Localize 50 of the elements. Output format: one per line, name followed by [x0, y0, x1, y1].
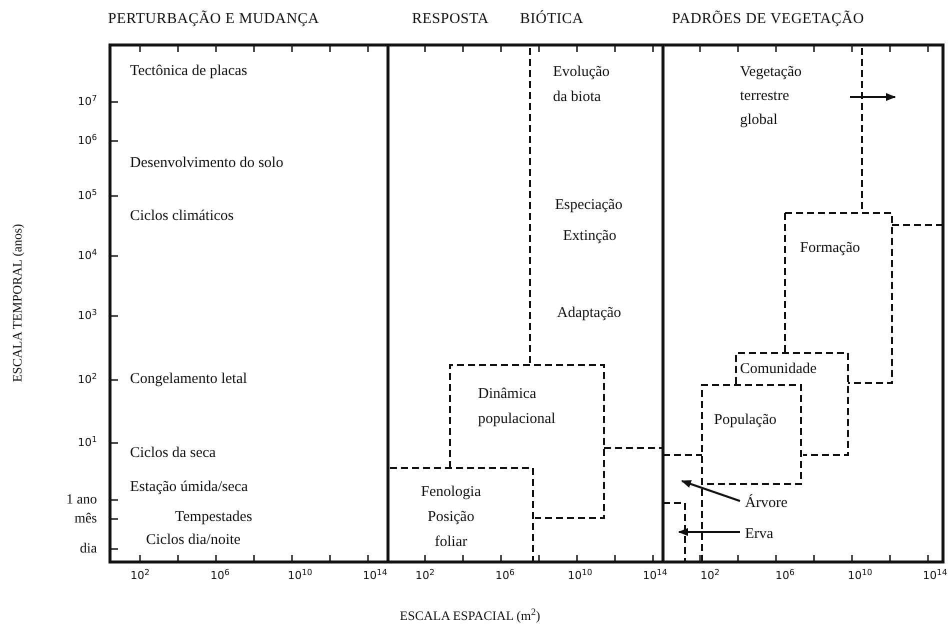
tick-label: 1 ano — [66, 492, 97, 508]
scale-label: Adaptação — [557, 304, 622, 322]
column-heading: BIÓTICA — [520, 10, 584, 28]
tick-label: 10$^{14}$ — [922, 570, 948, 582]
tick-label: 10$^{14}$ — [362, 570, 388, 582]
scale-label: Ciclos climáticos — [130, 207, 234, 225]
tick-label: 10$^{7}$ — [78, 96, 97, 108]
scale-label: Ciclos da seca — [130, 444, 216, 462]
tick-label: 10$^{3}$ — [78, 310, 97, 322]
scale-label: Estação úmida/seca — [130, 478, 248, 496]
scale-label: Fenologia Posição foliar — [420, 483, 482, 552]
tick-label: 10$^{6}$ — [210, 570, 230, 582]
tick-label: 10$^{10}$ — [568, 570, 592, 582]
scale-label: Tempestades — [175, 508, 252, 526]
scale-label: Formação — [800, 239, 860, 257]
axis-title: ESCALA ESPACIAL (m$^{2}$) — [400, 606, 540, 625]
column-heading: PERTURBAÇÃO E MUDANÇA — [108, 10, 320, 28]
axis-title: ESCALA TEMPORAL (anos) — [8, 224, 26, 382]
tick-label: 10$^{2}$ — [700, 570, 720, 582]
scale-label: Comunidade — [740, 360, 817, 378]
tick-label: 10$^{2}$ — [130, 570, 150, 582]
tick-label: 10$^{14}$ — [642, 570, 668, 582]
scale-label: Congelamento letal — [130, 370, 248, 388]
tick-label: mês — [74, 512, 97, 526]
column-heading: RESPOSTA — [412, 10, 489, 28]
tick-label: 10$^{2}$ — [78, 374, 97, 386]
scale-label: Ciclos dia/noite — [146, 531, 241, 549]
scale-label: Vegetação terrestre global — [740, 63, 803, 130]
tick-label: 10$^{6}$ — [78, 135, 97, 147]
arrow — [681, 480, 740, 502]
tick-label: 10$^{1}$ — [78, 437, 97, 449]
tick-label: 10$^{4}$ — [78, 250, 97, 262]
scale-label: Evolução da biota — [553, 63, 611, 107]
tick-label: 10$^{10}$ — [848, 570, 872, 582]
scale-label: Erva — [745, 525, 774, 543]
tick-label: 10$^{2}$ — [415, 570, 435, 582]
scale-label: Tectônica de placas — [130, 62, 248, 80]
tick-label: 10$^{6}$ — [775, 570, 795, 582]
scale-label: Especiação — [555, 196, 622, 214]
scale-label: Desenvolvimento do solo — [130, 154, 284, 172]
tick-label: 10$^{6}$ — [495, 570, 515, 582]
scale-label: Extinção — [563, 227, 616, 245]
scale-label: Árvore — [745, 494, 788, 512]
scale-label: População — [714, 411, 776, 429]
tick-label: 10$^{10}$ — [288, 570, 312, 582]
tick-label: 10$^{5}$ — [78, 190, 97, 202]
scale-label: Dinâmica populacional — [478, 385, 556, 429]
tick-label: dia — [80, 542, 97, 556]
arrow — [678, 528, 740, 536]
column-heading: PADRÕES DE VEGETAÇÃO — [672, 10, 864, 28]
